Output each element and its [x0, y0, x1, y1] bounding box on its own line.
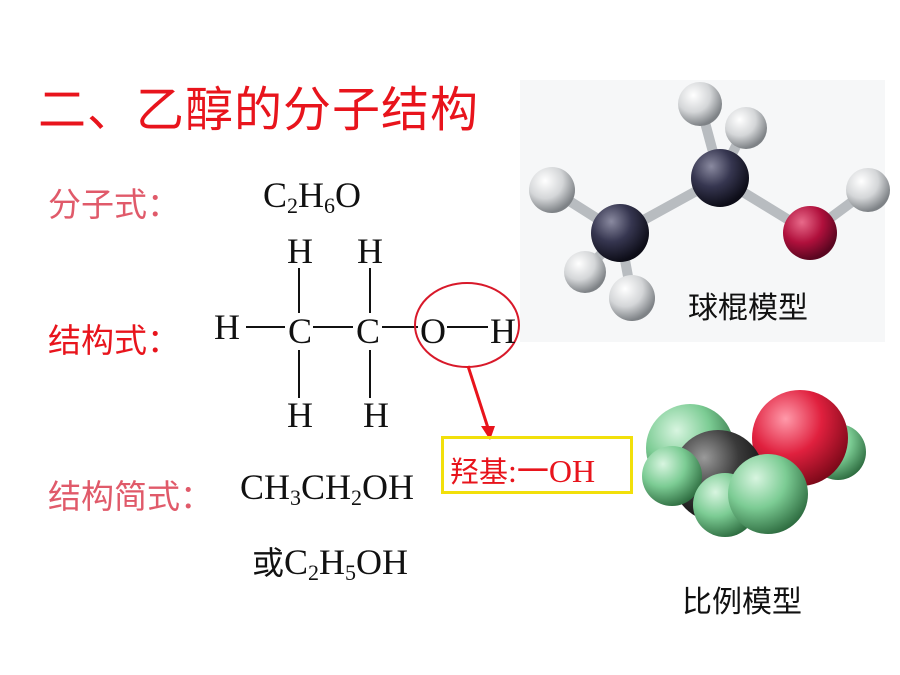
condensed-formula-2: 或C2H5OH	[252, 542, 409, 585]
callout-arrow-head	[481, 426, 495, 440]
hydroxyl-callout-text: 羟基:一OH	[450, 453, 596, 489]
ball-stick-model-caption: 球棍模型	[688, 291, 808, 326]
condensed-formula-1: CH3CH2OH	[240, 467, 415, 510]
condensed-formula-label: 结构简式：	[48, 477, 213, 516]
atom-h-bot2: H	[363, 395, 389, 435]
molecular-formula-label: 分子式：	[48, 185, 180, 224]
callout-arrow-line	[466, 365, 490, 429]
atom-h-top1: H	[287, 231, 313, 271]
atom-h-left: H	[214, 307, 240, 347]
atom-c2: C	[356, 311, 381, 351]
structural-formula-label: 结构式：	[48, 321, 180, 360]
space-filling-model-caption: 比例模型	[682, 585, 802, 620]
atom-o: O	[420, 311, 446, 351]
bond-lines	[246, 268, 488, 398]
page-title: 二、乙醇的分子结构	[38, 82, 480, 138]
atom-h-bot1: H	[287, 395, 313, 435]
atom-h-top2: H	[357, 231, 383, 271]
atom-c1: C	[288, 311, 313, 351]
hydroxyl-callout-box	[441, 436, 633, 494]
molecular-formula: C2H6O	[263, 175, 362, 218]
atom-h-right: H	[490, 311, 516, 351]
